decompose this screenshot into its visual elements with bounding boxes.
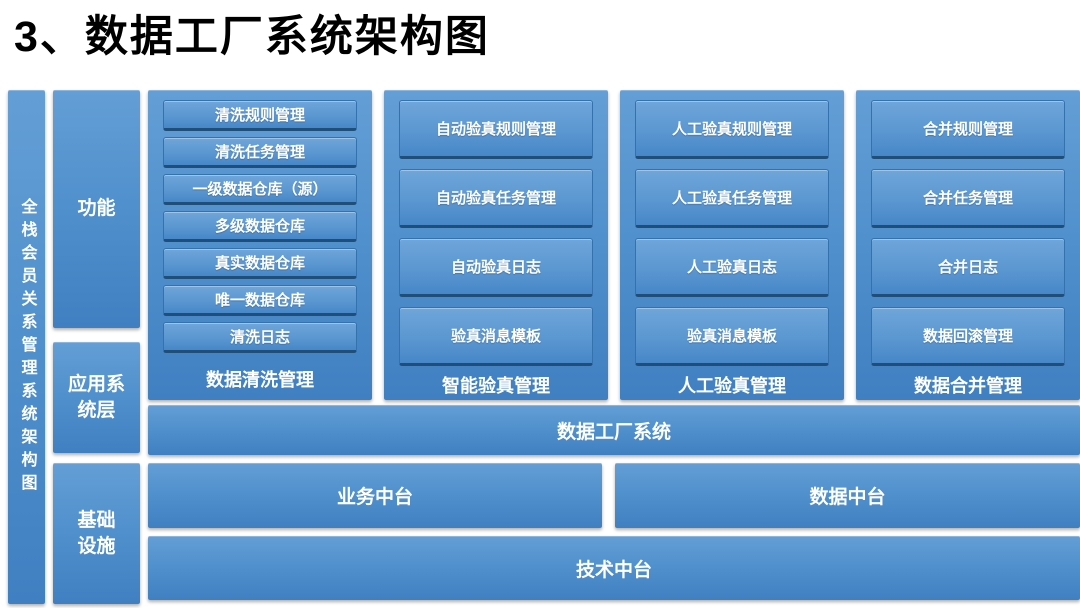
left-vertical-bar: 全栈会员关系管理系统架构图: [8, 90, 45, 604]
data-platform-bar: 数据中台: [615, 463, 1080, 528]
module-box: 自动验真日志: [399, 238, 593, 297]
module-box: 人工验真规则管理: [635, 100, 829, 159]
layer-application-system-label: 应用系统层: [67, 373, 125, 421]
data-factory-system-label: 数据工厂系统: [556, 421, 671, 443]
layer-function: 功能: [53, 90, 140, 328]
module-box-list: 清洗规则管理清洗任务管理一级数据仓库（源） 多级数据仓库真实数据仓库唯一数据仓库清…: [163, 100, 357, 353]
layer-infrastructure: 基础设施: [53, 463, 140, 604]
layer-infrastructure-label: 基础设施: [77, 509, 116, 557]
module-box: 清洗任务管理: [163, 137, 357, 168]
diagram-main-area: 清洗规则管理清洗任务管理一级数据仓库（源） 多级数据仓库真实数据仓库唯一数据仓库清…: [148, 90, 1080, 604]
data-factory-system-bar: 数据工厂系统: [148, 405, 1080, 455]
module-box: 验真消息模板: [399, 307, 593, 366]
module-column-data-cleaning: 清洗规则管理清洗任务管理一级数据仓库（源） 多级数据仓库真实数据仓库唯一数据仓库清…: [148, 90, 372, 400]
business-platform-bar: 业务中台: [148, 463, 602, 528]
module-column-title: 人工验真管理: [678, 376, 786, 396]
module-box: 人工验真日志: [635, 238, 829, 297]
module-box: 清洗日志: [163, 322, 357, 353]
module-box: 合并任务管理: [871, 169, 1065, 228]
module-column-data-merge: 合并规则管理合并任务管理合并日志数据回滚管理数据合并管理: [856, 90, 1080, 400]
module-box: 人工验真任务管理: [635, 169, 829, 228]
layer-function-label: 功能: [77, 198, 116, 220]
module-box-list: 合并规则管理合并任务管理合并日志数据回滚管理: [871, 100, 1065, 366]
module-box: 验真消息模板: [635, 307, 829, 366]
layer-application-system: 应用系统层: [53, 342, 140, 453]
module-box: 自动验真任务管理: [399, 169, 593, 228]
module-box-list: 人工验真规则管理人工验真任务管理人工验真日志验真消息模板: [635, 100, 829, 366]
page-title: 3、数据工厂系统架构图: [14, 13, 490, 61]
left-vertical-bar-label: 全栈会员关系管理系统架构图: [18, 197, 36, 497]
module-column-title: 数据清洗管理: [206, 370, 314, 390]
tech-platform-label: 技术中台: [575, 559, 652, 581]
module-box: 数据回滚管理: [871, 307, 1065, 366]
module-box: 自动验真规则管理: [399, 100, 593, 159]
module-box: 多级数据仓库: [163, 211, 357, 242]
module-column-manual-verification: 人工验真规则管理人工验真任务管理人工验真日志验真消息模板人工验真管理: [620, 90, 844, 400]
module-columns-row: 清洗规则管理清洗任务管理一级数据仓库（源） 多级数据仓库真实数据仓库唯一数据仓库清…: [148, 90, 1080, 400]
module-column-smart-verification: 自动验真规则管理自动验真任务管理自动验真日志验真消息模板智能验真管理: [384, 90, 608, 400]
module-box: 合并日志: [871, 238, 1065, 297]
module-box: 唯一数据仓库: [163, 285, 357, 316]
module-box: 合并规则管理: [871, 100, 1065, 159]
module-column-title: 数据合并管理: [914, 376, 1022, 396]
module-box-list: 自动验真规则管理自动验真任务管理自动验真日志验真消息模板: [399, 100, 593, 366]
tech-platform-bar: 技术中台: [148, 536, 1080, 600]
module-box: 一级数据仓库（源）: [163, 174, 357, 205]
module-box: 清洗规则管理: [163, 100, 357, 131]
module-column-title: 智能验真管理: [442, 376, 550, 396]
module-box: 真实数据仓库: [163, 248, 357, 279]
data-platform-label: 数据中台: [809, 487, 886, 508]
business-platform-label: 业务中台: [336, 487, 413, 508]
